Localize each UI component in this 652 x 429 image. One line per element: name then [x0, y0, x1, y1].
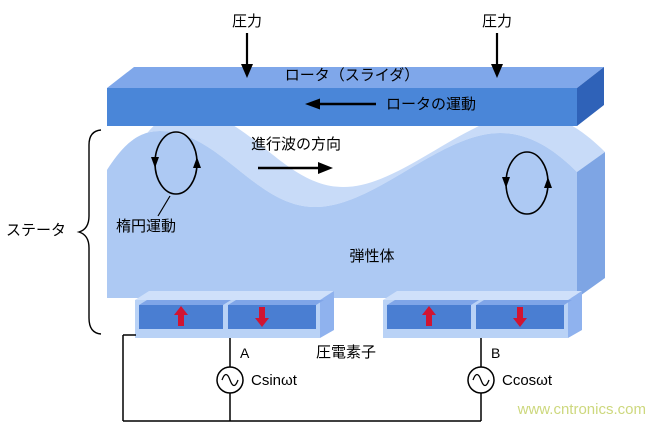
polarization-down-arrow-1 — [255, 307, 269, 327]
elliptical-motion-right — [502, 151, 552, 215]
terminal-a-label: A — [240, 345, 250, 361]
rotor-top-face — [107, 67, 604, 88]
signal-a-label: Csinωt — [251, 372, 298, 389]
terminal-b-label: B — [491, 345, 500, 361]
ac-source-a — [216, 366, 244, 394]
rotor-front-face — [107, 88, 577, 126]
piezo-segment-2 — [228, 305, 316, 329]
stator-side-face — [577, 152, 605, 298]
sine-symbol-b — [472, 373, 490, 387]
piezo-label: 圧電素子 — [316, 344, 376, 361]
rotor-motion-arrow — [305, 98, 376, 110]
stator-top-surface — [107, 111, 605, 207]
polarization-down-arrow-2 — [513, 307, 527, 327]
rotor-label: ロータ（スライダ） — [285, 67, 419, 84]
wave-direction-arrow — [258, 162, 333, 174]
circuit-wiring — [122, 334, 482, 422]
ac-source-b — [467, 366, 495, 394]
elliptical-motion-left — [151, 131, 201, 195]
sine-symbol-a — [221, 373, 239, 387]
stator-front-face — [107, 131, 577, 298]
stator-label: ステータ — [6, 222, 66, 239]
pressure-arrow-left — [241, 33, 253, 78]
rotor-side-face — [577, 67, 604, 126]
polarization-up-arrow-1 — [174, 306, 188, 326]
stator-elastic-body — [107, 111, 605, 298]
piezo-group-left — [135, 291, 334, 338]
pressure-arrow-right — [491, 33, 503, 78]
signal-b-label: Ccosωt — [502, 372, 553, 389]
elliptical-motion-pointer — [157, 195, 171, 217]
rotor-slab — [107, 67, 604, 126]
polarization-up-arrow-2 — [422, 306, 436, 326]
watermark-text: www.cntronics.com — [517, 401, 646, 418]
piezo-group-right — [383, 291, 582, 338]
pressure-label-left: 圧力 — [232, 13, 262, 30]
elastic-body-label: 弾性体 — [349, 248, 394, 265]
rotor-motion-label: ロータの運動 — [386, 96, 476, 113]
wave-direction-label: 進行波の方向 — [251, 136, 341, 153]
stator-brace — [76, 129, 102, 335]
elliptical-motion-label: 楕円運動 — [116, 217, 176, 235]
pressure-label-right: 圧力 — [482, 13, 512, 30]
